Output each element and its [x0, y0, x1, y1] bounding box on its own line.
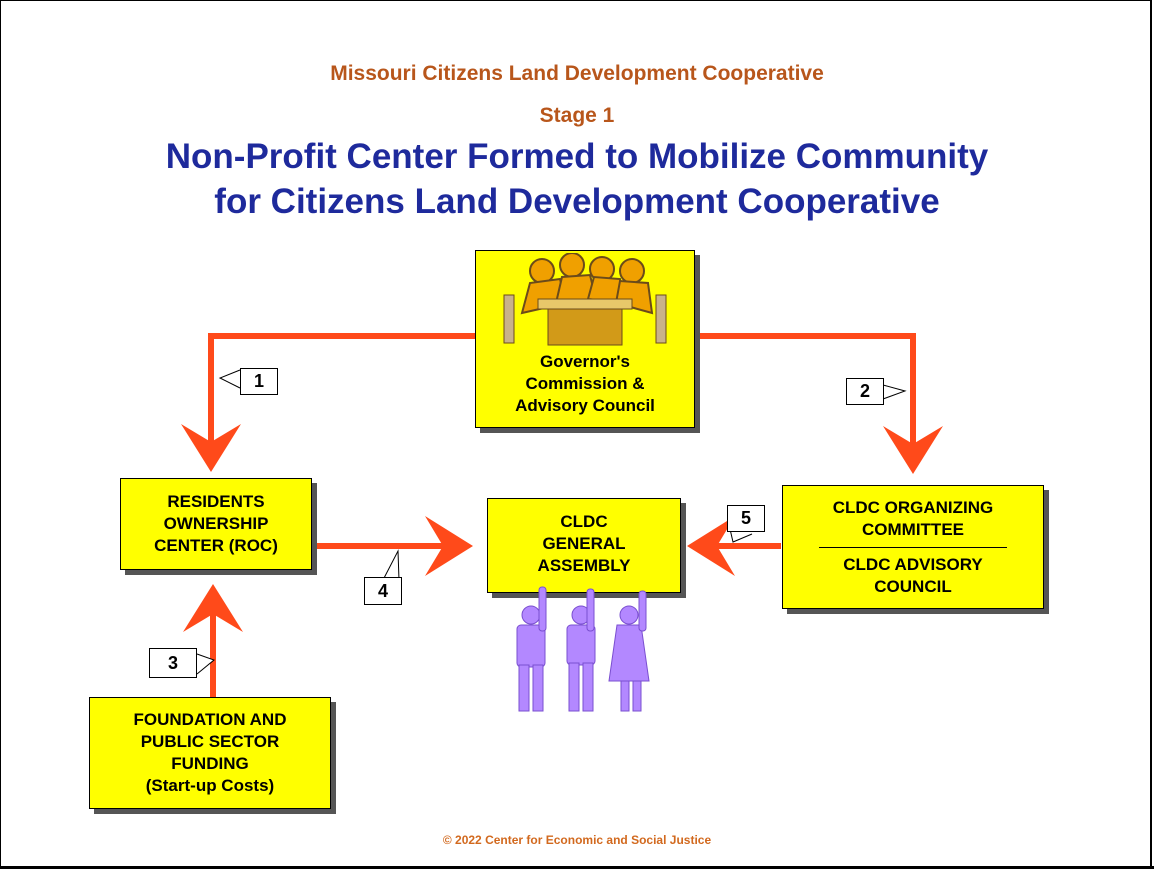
funding-line-4: (Start-up Costs) [145, 776, 275, 795]
edge-label-5: 5 [727, 505, 765, 532]
tag-2-pointer [882, 384, 907, 400]
funding-line-3: FUNDING [171, 754, 249, 773]
slide-border-bottom [0, 866, 1154, 869]
funding-line-2: PUBLIC SECTOR [140, 732, 280, 751]
assembly-line-2: GENERAL [542, 534, 626, 553]
cldc-general-assembly-box: CLDC GENERAL ASSEMBLY [487, 498, 681, 593]
arrow-2-governor-to-committee [696, 333, 943, 474]
organization-title: Missouri Citizens Land Development Coope… [330, 62, 824, 85]
stage-label: Stage 1 [539, 104, 615, 127]
edge-label-1: 1 [240, 368, 278, 395]
governor-line-1: Governor's [539, 352, 630, 371]
committee-divider [819, 546, 1007, 548]
tag-3-pointer [196, 653, 216, 675]
roc-line-1: RESIDENTS [167, 492, 265, 511]
raised-hands-people-icon [516, 586, 650, 712]
funding-line-1: FOUNDATION AND [133, 710, 287, 729]
tag-5-pointer [729, 528, 753, 543]
slide-border-right [1150, 0, 1152, 869]
governor-line-2: Commission & [525, 374, 645, 393]
assembly-line-1: CLDC [560, 512, 608, 531]
arrow-1-governor-to-roc [181, 333, 476, 472]
tag-1-pointer [218, 369, 241, 389]
committee-line-2: COMMITTEE [862, 519, 964, 539]
advisory-line-2: COUNCIL [874, 576, 952, 596]
governor-commission-box: Governor's Commission & Advisory Council [475, 250, 695, 428]
tag-4-pointer [382, 549, 400, 581]
edge-label-3: 3 [149, 648, 197, 678]
headline: Non-Profit Center Formed to Mobilize Com… [0, 134, 1154, 224]
committee-line-1: CLDC ORGANIZING [832, 497, 994, 517]
cldc-organizing-committee-box: CLDC ORGANIZING COMMITTEE CLDC ADVISORY … [782, 485, 1044, 609]
advisory-line-1: CLDC ADVISORY [843, 554, 983, 574]
meeting-table-icon [503, 253, 667, 346]
governor-line-3: Advisory Council [515, 396, 655, 415]
roc-line-2: OWNERSHIP [163, 514, 269, 533]
headline-line-1: Non-Profit Center Formed to Mobilize Com… [165, 137, 989, 176]
headline-line-2: for Citizens Land Development Cooperativ… [214, 182, 940, 221]
edge-label-2: 2 [846, 378, 884, 405]
assembly-line-3: ASSEMBLY [537, 556, 631, 575]
edge-label-4: 4 [364, 577, 402, 605]
roc-line-3: CENTER (ROC) [154, 536, 278, 555]
residents-ownership-center-box: RESIDENTS OWNERSHIP CENTER (ROC) [120, 478, 312, 570]
foundation-funding-box: FOUNDATION AND PUBLIC SECTOR FUNDING (St… [89, 697, 331, 809]
copyright-footer: © 2022 Center for Economic and Social Ju… [442, 833, 712, 847]
